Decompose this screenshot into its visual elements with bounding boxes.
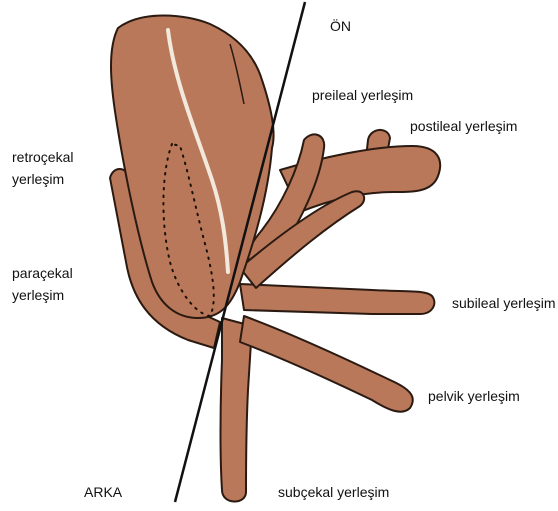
label-back: ARKA [84,481,122,503]
label-pelvic: pelvik yerleşim [428,385,520,407]
label-preileal: preileal yerleşim [312,84,413,106]
label-retrocecal: retroçekal yerleşim [12,146,122,190]
label-subileal: subileal yerleşim [452,292,555,314]
label-subcecal: subçekal yerleşim [278,481,389,503]
label-front: ÖN [330,15,351,37]
subileal-appendix [240,284,434,314]
label-paracecal: paraçekal yerleşim [12,262,122,306]
label-postileal: postileal yerleşim [410,115,517,137]
pelvic-appendix [240,316,413,412]
